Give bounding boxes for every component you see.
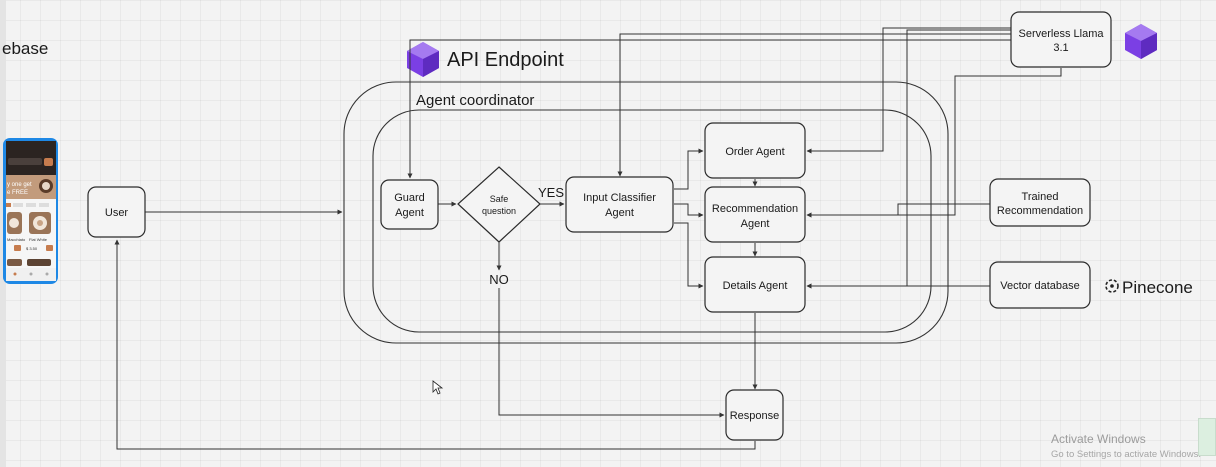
input-label-1: Input Classifier [583, 192, 656, 204]
vector-label: Vector database [1000, 280, 1080, 292]
phone-price: $ 3.50 [26, 246, 38, 251]
edge-input-to-details [674, 222, 704, 289]
safe-label-1: Safe [490, 194, 509, 204]
llama-label-1: Serverless Llama [1019, 28, 1105, 40]
edge-llama-to-details [806, 29, 1011, 289]
corner-tab[interactable] [1198, 418, 1216, 456]
endpoint-title: API Endpoint [447, 49, 564, 71]
trained-label-2: Recommendation [997, 205, 1083, 217]
app-label-partial: ebase [2, 39, 48, 58]
input-classifier-node[interactable]: Input Classifier Agent [565, 176, 674, 233]
order-agent-node[interactable]: Order Agent [704, 122, 806, 179]
guard-agent-node[interactable]: Guard Agent [380, 179, 439, 230]
edge-input-to-order [674, 148, 704, 190]
edge-llama-to-guard [407, 39, 1011, 179]
serverless-llama-node[interactable]: Serverless Llama 3.1 [1010, 11, 1112, 68]
edge-trained-to-rec [806, 203, 990, 218]
phone-banner-line2: e FREE [7, 190, 28, 196]
pinecone-logo-icon [1105, 279, 1119, 293]
connectors [114, 27, 1062, 450]
mouse-cursor-icon [432, 380, 444, 395]
user-label: User [105, 207, 129, 219]
vector-database-node[interactable]: Vector database [989, 261, 1091, 309]
edge-input-to-rec [674, 203, 704, 218]
pinecone-label: Pinecone [1122, 278, 1193, 297]
recommendation-agent-node[interactable]: Recommendation Agent [704, 186, 806, 243]
rec-label-1: Recommendation [712, 203, 798, 215]
safe-label-2: question [482, 206, 516, 216]
guard-label-1: Guard [394, 192, 425, 204]
llama-label-2: 3.1 [1053, 42, 1068, 54]
order-label: Order Agent [725, 146, 784, 158]
safe-question-decision[interactable]: Safe question [457, 166, 541, 243]
api-endpoint-container [343, 81, 949, 344]
phone-mockup: y one get e FREE Macchiato Flat White $ … [3, 138, 58, 284]
no-label: NO [489, 272, 509, 287]
edge-no-to-response [498, 288, 725, 418]
edge-llama-to-order [806, 27, 1011, 154]
input-label-2: Agent [605, 207, 634, 219]
phone-item1: Macchiato [7, 237, 26, 242]
trained-label-1: Trained [1022, 191, 1059, 203]
phone-banner-line1: y one get [7, 182, 32, 188]
details-agent-node[interactable]: Details Agent [704, 256, 806, 313]
agent-coordinator-container [372, 109, 932, 333]
details-label: Details Agent [723, 280, 788, 292]
edge-response-to-user [114, 239, 756, 450]
llama-cube-icon [1125, 24, 1157, 59]
yes-label: YES [538, 185, 564, 200]
guard-label-2: Agent [395, 207, 424, 219]
activate-windows-title: Activate Windows [1051, 432, 1146, 446]
response-label: Response [730, 410, 780, 422]
user-node[interactable]: User [87, 186, 146, 238]
activate-windows-subtitle: Go to Settings to activate Windows. [1051, 449, 1201, 460]
coordinator-title: Agent coordinator [416, 92, 534, 109]
endpoint-cube-icon [407, 42, 439, 77]
response-node[interactable]: Response [725, 389, 784, 441]
rec-label-2: Agent [741, 218, 770, 230]
edge-llama-to-input [617, 33, 1011, 177]
phone-item2: Flat White [29, 237, 48, 242]
edge-llama-to-rec [806, 68, 1062, 218]
trained-recommendation-node[interactable]: Trained Recommendation [989, 178, 1091, 227]
